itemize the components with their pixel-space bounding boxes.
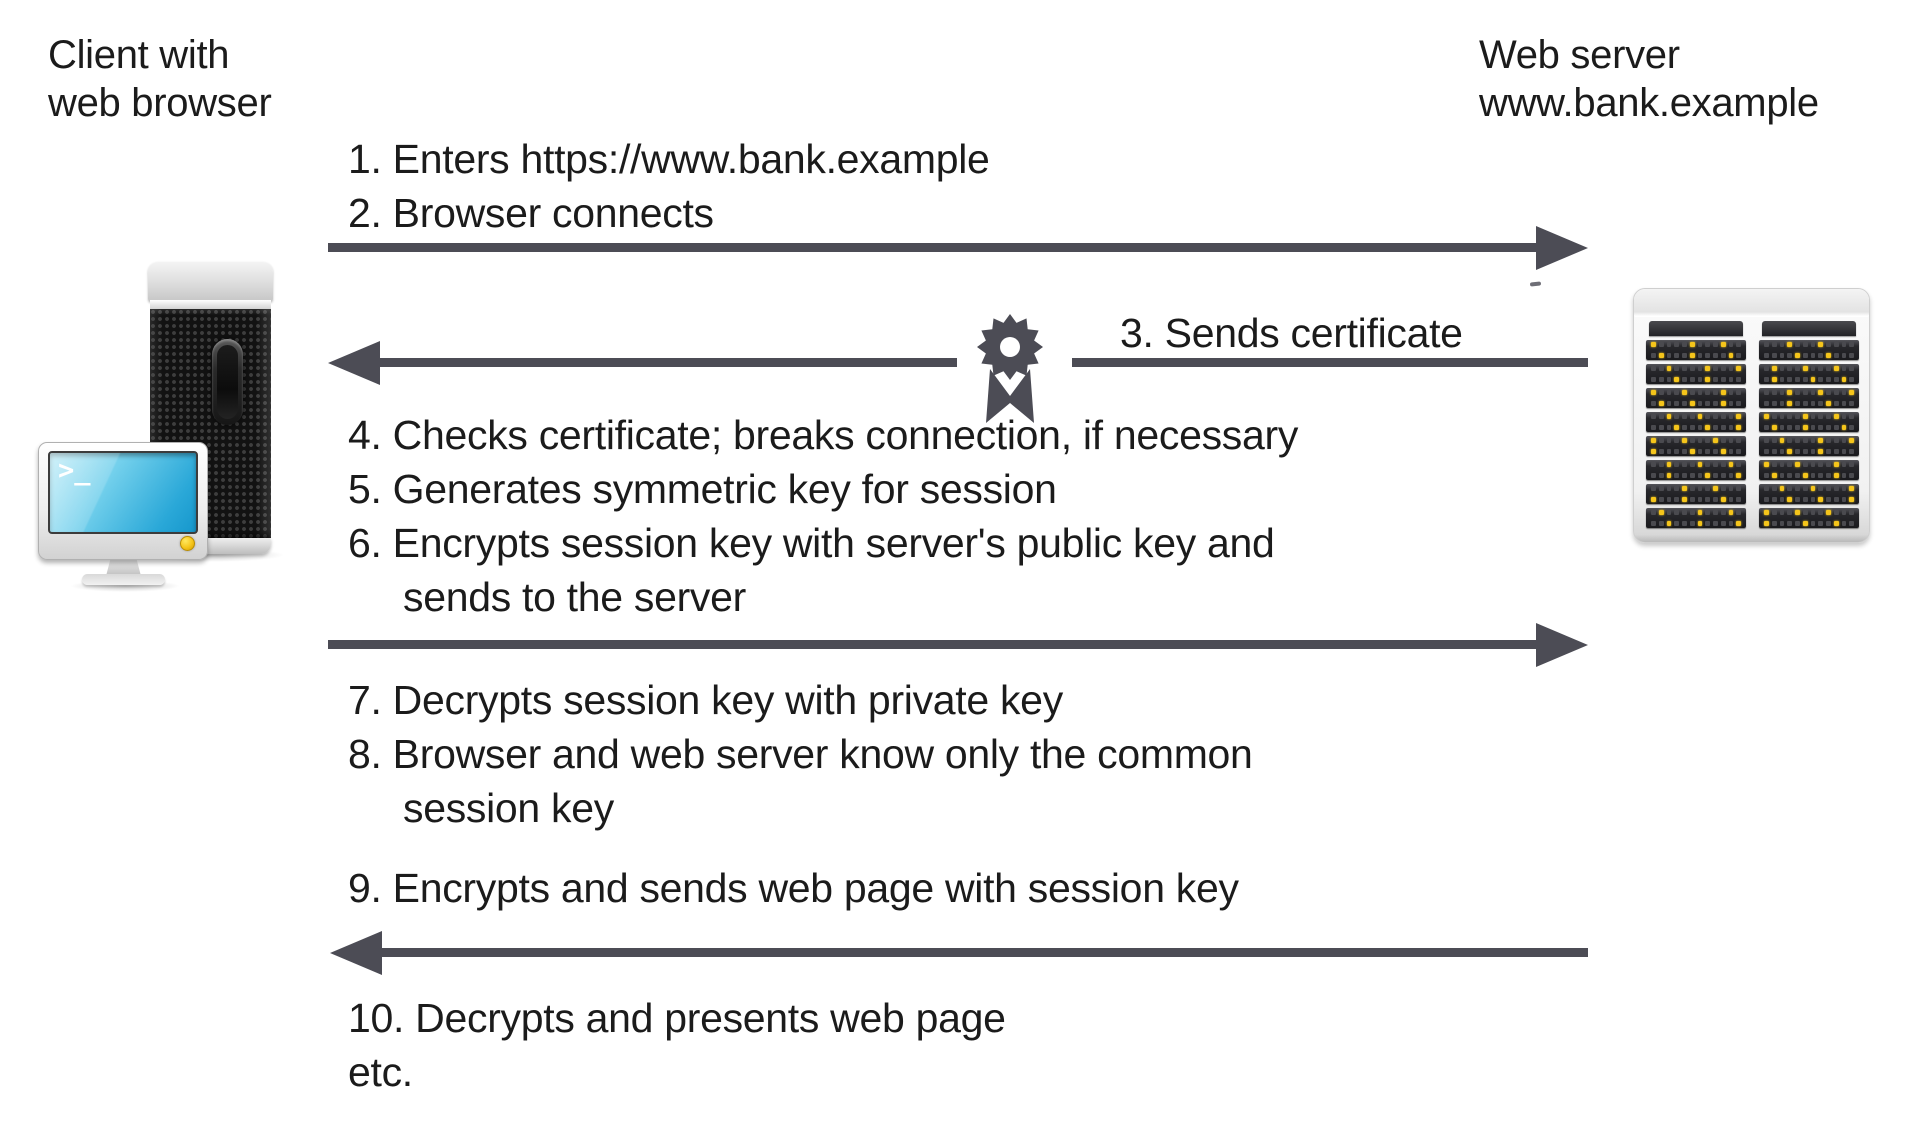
server-label: Web server www.bank.example xyxy=(1479,31,1819,127)
monitor-stand-base xyxy=(82,574,165,585)
connect-arrow-head xyxy=(1536,226,1588,270)
connect-arrow-shaft xyxy=(328,243,1540,252)
rack-unit xyxy=(1759,508,1859,528)
stray-mark xyxy=(1529,281,1542,287)
step-8-continuation: session key xyxy=(403,785,614,831)
rack-unit xyxy=(1759,364,1859,384)
rack-unit xyxy=(1646,460,1746,480)
steps-1-2: 1. Enters https://www.bank.example 2. Br… xyxy=(348,132,990,240)
client-label: Client with web browser xyxy=(48,31,272,127)
rack-unit xyxy=(1759,340,1859,360)
rack-unit xyxy=(1646,436,1746,456)
session-key-arrow-shaft xyxy=(328,640,1540,649)
tower-band xyxy=(150,300,271,310)
step-1: 1. Enters https://www.bank.example xyxy=(348,136,990,182)
monitor: >_ xyxy=(38,442,208,560)
certificate-rosette-ribbon-icon xyxy=(977,314,1043,423)
steps-4-6: 4. Checks certificate; breaks connection… xyxy=(348,408,1298,624)
server-cabinet-top xyxy=(1634,289,1869,317)
client-label-line2: web browser xyxy=(48,81,272,125)
rack-unit xyxy=(1759,412,1859,432)
certificate-arrow-shaft-left xyxy=(374,358,957,367)
certificate-arrow-shaft-right xyxy=(1072,358,1588,367)
tower-handle xyxy=(212,339,243,425)
step-6: 6. Encrypts session key with server's pu… xyxy=(348,520,1275,566)
rack-column-left xyxy=(1646,321,1746,531)
server-rack-icon xyxy=(1633,288,1870,543)
steps-7-8: 7. Decrypts session key with private key… xyxy=(348,673,1253,835)
client-label-line1: Client with xyxy=(48,33,230,77)
monitor-stand-neck xyxy=(106,560,141,576)
step-5: 5. Generates symmetric key for session xyxy=(348,466,1057,512)
step-3: 3. Sends certificate xyxy=(1120,310,1463,356)
step-4: 4. Checks certificate; breaks connection… xyxy=(348,412,1299,458)
rack-column-right xyxy=(1759,321,1859,531)
rack-unit xyxy=(1646,340,1746,360)
tower-cap xyxy=(148,262,273,302)
power-led xyxy=(180,536,195,551)
server-label-line2: www.bank.example xyxy=(1479,81,1819,125)
step-8: 8. Browser and web server know only the … xyxy=(348,731,1253,777)
step-2: 2. Browser connects xyxy=(348,190,714,236)
session-key-arrow-head xyxy=(1536,623,1588,667)
rack-unit xyxy=(1759,460,1859,480)
rack-unit xyxy=(1646,388,1746,408)
steps-10-etc: 10. Decrypts and presents web page etc. xyxy=(348,991,1006,1099)
terminal-prompt: >_ xyxy=(58,455,91,486)
rack-unit xyxy=(1646,484,1746,504)
monitor-screen: >_ xyxy=(48,451,198,534)
step-9: 9. Encrypts and sends web page with sess… xyxy=(348,865,1239,911)
step-etc: etc. xyxy=(348,1049,413,1095)
web-page-arrow-shaft xyxy=(376,948,1588,957)
rack-unit xyxy=(1759,484,1859,504)
rack-unit xyxy=(1759,436,1859,456)
certificate-arrow-head xyxy=(328,341,380,385)
step-7: 7. Decrypts session key with private key xyxy=(348,677,1063,723)
rack-unit xyxy=(1759,388,1859,408)
step-10: 10. Decrypts and presents web page xyxy=(348,995,1006,1041)
server-label-line1: Web server xyxy=(1479,33,1680,77)
rack-unit xyxy=(1646,508,1746,528)
web-page-arrow-head xyxy=(330,931,382,975)
step-6-continuation: sends to the server xyxy=(403,574,746,620)
rack-unit xyxy=(1646,412,1746,432)
rack-unit xyxy=(1646,364,1746,384)
